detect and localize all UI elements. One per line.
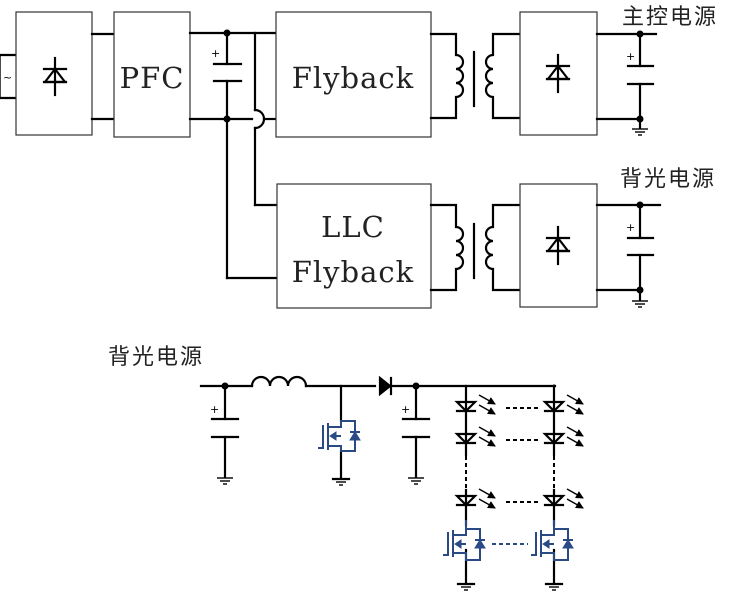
transformer-backlight: [429, 203, 522, 292]
rectifier-diode-icon: [42, 56, 68, 97]
boost-mosfet: [318, 384, 361, 486]
llc-flyback-label: Flyback: [292, 255, 414, 289]
polarity-plus: +: [626, 50, 635, 63]
ground-icon: [408, 477, 424, 485]
output-rectifier-backlight: [519, 183, 598, 308]
input-capacitor: +: [210, 382, 240, 485]
ground-icon: [331, 477, 351, 486]
backlight-circuit-title: 背光电源: [108, 345, 204, 370]
polarity-plus: +: [211, 47, 220, 60]
llc-flyback-block: LLC Flyback: [276, 183, 432, 309]
led-icon: [542, 488, 584, 509]
output-capacitor-backlight: +: [595, 201, 662, 308]
mosfet-icon: [318, 420, 361, 452]
ground-icon: [544, 582, 564, 591]
pfc-block: PFC: [113, 11, 191, 138]
flyback-label: Flyback: [292, 61, 414, 95]
mosfet-icon: [531, 520, 574, 561]
pfc-label: PFC: [120, 61, 185, 95]
flyback-block: Flyback: [275, 11, 432, 138]
ac-input-source: ~: [0, 53, 18, 100]
rectifier-diode-icon: [545, 53, 571, 94]
polarity-plus: +: [210, 403, 219, 416]
input-rectifier-block: [15, 11, 93, 136]
main-control-power-label: 主控电源: [622, 5, 718, 30]
led-string-1: [443, 384, 496, 591]
polarity-plus: +: [626, 221, 635, 234]
ac-symbol: ~: [3, 71, 12, 84]
rectifier-diode-icon: [545, 225, 571, 266]
led-string-n: [531, 384, 584, 591]
led-icon: [454, 394, 496, 415]
mosfet-icon: [443, 520, 486, 561]
polarity-plus: +: [401, 403, 410, 416]
led-icon: [542, 394, 584, 415]
ground-icon: [456, 582, 476, 591]
bus-capacitor: +: [211, 29, 243, 280]
boost-output-capacitor: +: [401, 382, 431, 485]
ground-icon: [632, 300, 648, 308]
led-icon: [542, 426, 584, 447]
led-icon: [454, 426, 496, 447]
output-capacitor-main: +: [595, 30, 658, 136]
parallel-strings-ellipsis: [492, 407, 538, 545]
output-rectifier-main: [519, 11, 598, 136]
backlight-power-label: 背光电源: [620, 167, 716, 192]
ground-icon: [632, 128, 648, 136]
transformer-main: [429, 32, 522, 120]
led-icon: [454, 488, 496, 509]
ground-icon: [217, 477, 233, 485]
llc-feed-wire: [225, 31, 279, 280]
llc-label: LLC: [321, 210, 385, 244]
boost-diode-icon: [378, 375, 393, 397]
boost-inductor-icon: [250, 375, 308, 388]
